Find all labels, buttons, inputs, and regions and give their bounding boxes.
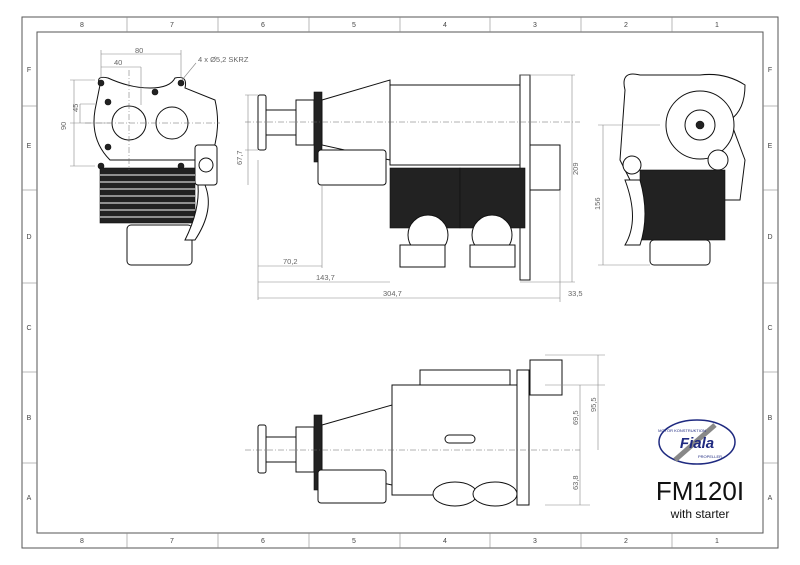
svg-text:143,7: 143,7 [316, 273, 335, 282]
svg-text:70,2: 70,2 [283, 257, 298, 266]
model-title: FM120I [656, 476, 744, 506]
svg-text:67,7: 67,7 [235, 150, 244, 165]
svg-text:40: 40 [114, 58, 122, 67]
svg-text:4 x Ø5,2 SKRZ: 4 x Ø5,2 SKRZ [198, 55, 249, 64]
svg-text:E: E [27, 143, 32, 150]
side-dimensions: 67,7 70,2 143,7 304,7 33,5 209 [235, 74, 583, 302]
svg-text:209: 209 [571, 162, 580, 175]
svg-text:6: 6 [261, 22, 265, 29]
svg-text:80: 80 [135, 46, 143, 55]
bottom-view [245, 359, 580, 507]
front-view [85, 70, 220, 266]
svg-text:156: 156 [593, 197, 602, 210]
svg-text:7: 7 [170, 22, 174, 29]
svg-text:5: 5 [352, 22, 356, 29]
row-labels-right: F E D C B A [767, 67, 772, 502]
bottom-dimensions: 69,5 95,5 63,8 [545, 354, 605, 506]
side-view [245, 74, 580, 281]
svg-text:8: 8 [80, 538, 84, 545]
svg-text:1: 1 [715, 22, 719, 29]
svg-text:69,5: 69,5 [571, 410, 580, 425]
svg-text:7: 7 [170, 538, 174, 545]
svg-text:4: 4 [443, 22, 447, 29]
svg-text:3: 3 [533, 22, 537, 29]
zone-dividers [22, 17, 778, 548]
svg-text:3: 3 [533, 538, 537, 545]
column-labels-top: 8 7 6 5 4 3 2 1 [80, 22, 719, 29]
rear-view [619, 73, 746, 266]
svg-text:D: D [767, 234, 772, 241]
column-labels-bottom: 8 7 6 5 4 3 2 1 [80, 538, 719, 545]
front-dimensions: 80 40 4 x Ø5,2 SKRZ 45 90 [59, 46, 249, 167]
svg-text:6: 6 [261, 538, 265, 545]
svg-text:PROPELLER: PROPELLER [698, 454, 722, 459]
svg-text:C: C [26, 325, 31, 332]
svg-text:95,5: 95,5 [589, 397, 598, 412]
svg-text:2: 2 [624, 22, 628, 29]
svg-text:90: 90 [59, 122, 68, 130]
svg-text:A: A [27, 495, 32, 502]
svg-text:1: 1 [715, 538, 719, 545]
svg-text:D: D [26, 234, 31, 241]
svg-text:B: B [768, 415, 773, 422]
svg-text:MOTOR KONSTRUKTION: MOTOR KONSTRUKTION [658, 428, 706, 433]
svg-text:F: F [768, 67, 772, 74]
svg-text:Fiala: Fiala [680, 435, 714, 452]
svg-text:33,5: 33,5 [568, 289, 583, 298]
fiala-logo: Fiala MOTOR KONSTRUKTION PROPELLER [658, 419, 736, 465]
svg-text:B: B [27, 415, 32, 422]
model-subtitle: with starter [670, 507, 730, 521]
svg-text:63,8: 63,8 [571, 475, 580, 490]
svg-text:45: 45 [71, 104, 80, 112]
svg-text:A: A [768, 495, 773, 502]
svg-text:F: F [27, 67, 31, 74]
rear-dimensions: 156 [593, 124, 660, 266]
svg-text:304,7: 304,7 [383, 289, 402, 298]
svg-text:4: 4 [443, 538, 447, 545]
svg-text:E: E [768, 143, 773, 150]
svg-text:2: 2 [624, 538, 628, 545]
svg-text:C: C [767, 325, 772, 332]
svg-text:8: 8 [80, 22, 84, 29]
svg-text:5: 5 [352, 538, 356, 545]
row-labels-left: F E D C B A [26, 67, 31, 502]
